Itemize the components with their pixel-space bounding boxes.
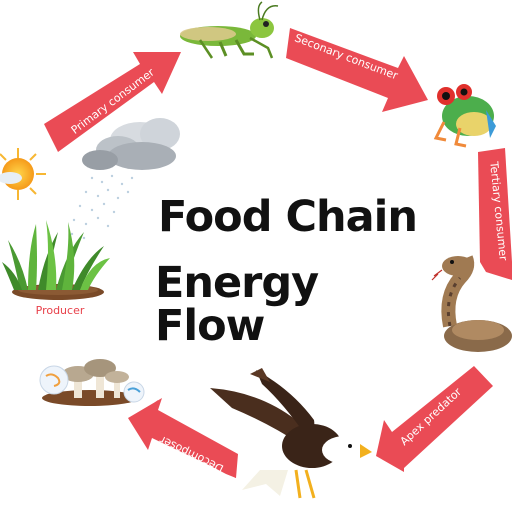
title-line-2: Energy Flow [155,258,319,351]
cloud-icon [82,118,180,170]
snake-icon [431,255,512,352]
grass-icon [2,220,110,300]
title-line-1: Food Chain [158,192,418,242]
arrow-tertiary-consumer: Tertiary consumer [478,148,512,280]
sun-icon [0,148,46,200]
arrow-decomposer: Decomposer [128,398,238,478]
eagle-icon [210,368,372,499]
rain-icon [70,174,134,240]
grasshopper-icon [180,1,279,59]
arrow-secondary-consumer: Seconary consumer [286,28,428,112]
mushrooms-icon [39,359,145,406]
frog-icon [433,84,496,148]
producer-label: Producer [35,304,85,317]
arrow-apex-predator: Apex predator [376,366,493,472]
